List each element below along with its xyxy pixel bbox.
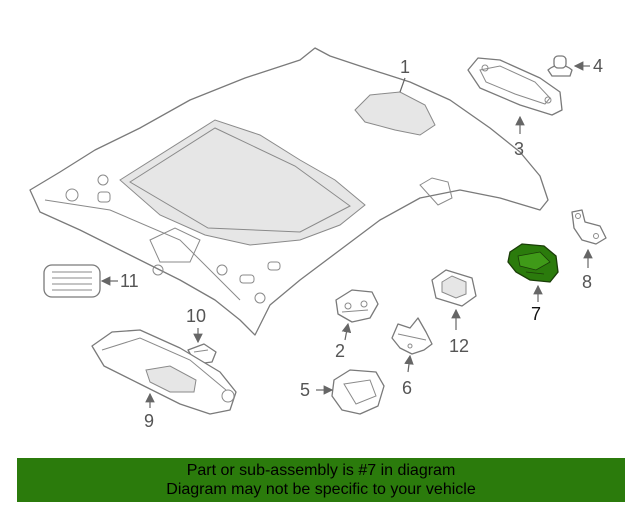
sun-visor-part[interactable] [91, 329, 237, 415]
info-banner: Part or sub-assembly is #7 in diagram Di… [17, 458, 625, 502]
parts-diagram: 1 3 4 8 7 11 [29, 47, 607, 431]
leader-6 [404, 354, 414, 373]
callout-12: 12 [449, 336, 469, 356]
grille-part[interactable] [43, 264, 101, 298]
callout-4: 4 [593, 56, 603, 76]
cover-part[interactable] [331, 369, 385, 415]
callout-7: 7 [531, 304, 541, 324]
trim-cover-part[interactable] [467, 57, 563, 116]
leader-2 [341, 322, 352, 341]
highlighted-part-7[interactable] [507, 243, 559, 283]
callout-1: 1 [400, 57, 410, 77]
leader-1 [399, 77, 406, 93]
callout-8: 8 [582, 272, 592, 292]
callout-11: 11 [120, 271, 139, 291]
mount-bracket-part[interactable] [335, 289, 379, 323]
callout-2: 2 [335, 341, 345, 361]
headliner-part[interactable] [29, 47, 549, 336]
insulator-part[interactable] [391, 317, 433, 355]
banner-line-1: Part or sub-assembly is #7 in diagram [186, 462, 456, 479]
callout-5: 5 [300, 380, 310, 400]
callout-3: 3 [514, 139, 524, 159]
callout-6: 6 [402, 378, 412, 398]
clip-part[interactable] [547, 55, 573, 77]
banner-line-2: Diagram may not be specific to your vehi… [166, 481, 476, 498]
callout-9: 9 [144, 411, 154, 431]
dome-lamp-part[interactable] [431, 269, 477, 307]
callout-10: 10 [186, 306, 206, 326]
bracket-part[interactable] [571, 209, 607, 245]
